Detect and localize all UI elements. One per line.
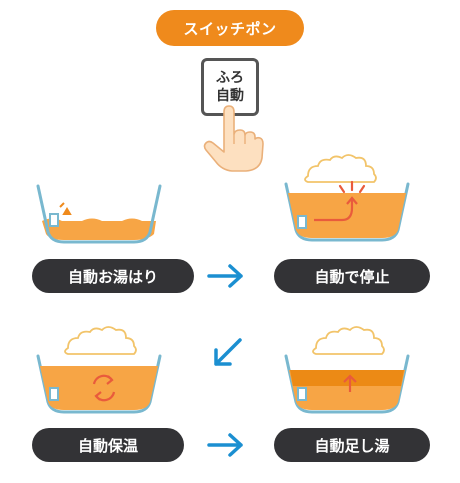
down-left-arrow-icon	[214, 338, 242, 366]
steam-cloud-icon	[312, 326, 385, 355]
steam-cloud-icon	[64, 326, 137, 355]
switch-label-line2: 自動	[216, 88, 244, 104]
up-arrow-icon	[343, 374, 357, 392]
scene-auto-add	[284, 326, 410, 414]
step-label-auto-stop: 自動で停止	[274, 259, 430, 293]
outlet-icon	[297, 215, 307, 229]
switch-label-line1: ふろ	[216, 70, 244, 86]
outlet-icon	[49, 213, 59, 227]
right-arrow-icon	[207, 433, 243, 457]
step-label-auto-fill: 自動お湯はり	[32, 259, 194, 293]
water-splash-icon	[59, 202, 72, 215]
scene-keep-warm	[36, 326, 162, 414]
step-label-auto-add: 自動足し湯	[274, 428, 430, 462]
heat-arrow-icon	[338, 180, 366, 194]
outlet-icon	[297, 387, 307, 401]
scene-filling	[36, 184, 162, 244]
scene-auto-stop	[284, 154, 410, 242]
right-arrow-icon	[207, 264, 243, 288]
steam-cloud-icon	[304, 154, 377, 183]
outlet-icon	[49, 387, 59, 401]
pointing-hand-icon	[203, 105, 264, 172]
switch-on-badge: スイッチポン	[156, 10, 304, 46]
flow-arrow-icon	[314, 200, 354, 222]
circulation-icon	[92, 374, 116, 402]
step-label-keep-warm: 自動保温	[32, 428, 184, 462]
